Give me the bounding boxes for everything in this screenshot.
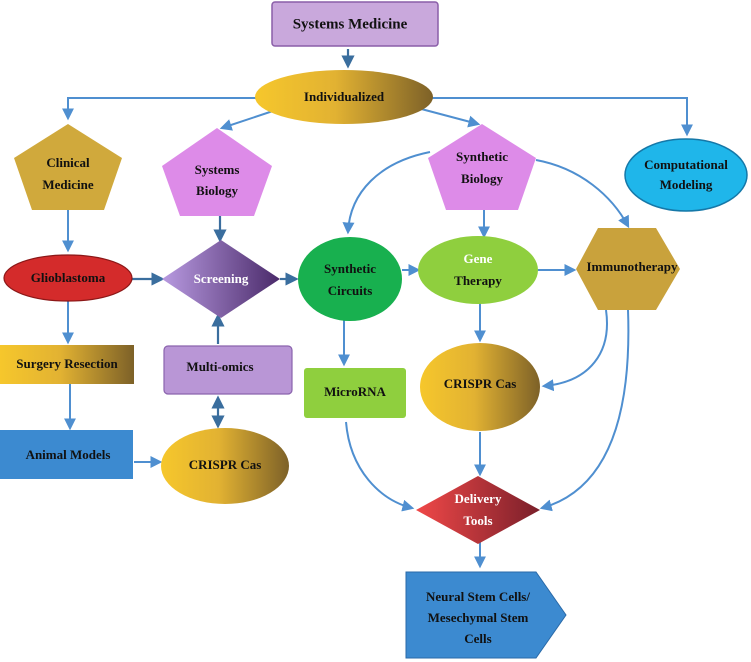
- arrow-individualized-to-clinical-medicine: [62, 97, 256, 121]
- node-immunotherapy: Immunotherapy: [576, 228, 680, 310]
- crispr-cas-right-label: CRISPR Cas: [444, 376, 517, 391]
- immunotherapy-label: Immunotherapy: [586, 259, 678, 274]
- stem-cells-label-line2: Mesechymal Stem: [428, 610, 529, 625]
- animal-models-label: Animal Models: [26, 447, 111, 462]
- synthetic-biology-label-line2: Biology: [461, 171, 503, 186]
- arrow-immunotherapy-to-delivery-tools: [539, 309, 630, 512]
- synthetic-biology-label-line1: Synthetic: [456, 149, 508, 164]
- arrow-individualized-to-computational-modeling: [432, 97, 693, 137]
- individualized-label: Individualized: [304, 89, 385, 104]
- node-surgery-resection: Surgery Resection: [0, 345, 134, 384]
- node-gene-therapy: Gene Therapy: [418, 236, 538, 304]
- node-individualized: Individualized: [255, 70, 433, 124]
- delivery-tools-label-line2: Tools: [463, 513, 492, 528]
- arrow-microrna-to-delivery-tools: [345, 421, 415, 512]
- arrow-synthetic-biology-to-synthetic-circuits: [342, 151, 431, 235]
- glioblastoma-label: Glioblastoma: [31, 270, 106, 285]
- systems-biology-label-line2: Biology: [196, 183, 238, 198]
- node-screening: Screening: [162, 240, 280, 318]
- stem-cells-label-line1: Neural Stem Cells/: [426, 589, 530, 604]
- node-animal-models: Animal Models: [0, 430, 133, 479]
- clinical-medicine-label-line2: Medicine: [42, 177, 93, 192]
- node-synthetic-biology: Synthetic Biology: [428, 124, 536, 210]
- computational-modeling-label-line1: Computational: [644, 157, 728, 172]
- synthetic-circuits-label-line1: Synthetic: [324, 261, 376, 276]
- arrow-immunotherapy-to-crispr-cas: [541, 309, 608, 392]
- gene-therapy-label-line1: Gene: [464, 251, 493, 266]
- node-glioblastoma: Glioblastoma: [3, 254, 133, 302]
- node-synthetic-circuits: Synthetic Circuits: [298, 237, 402, 321]
- arrow-synthetic-biology-to-immunotherapy: [535, 159, 630, 229]
- synthetic-circuits-label-line2: Circuits: [328, 283, 373, 298]
- systems-medicine-label: Systems Medicine: [293, 16, 408, 32]
- node-microrna: MicroRNA: [304, 368, 406, 418]
- stem-cells-label-line3: Cells: [464, 631, 491, 646]
- node-multi-omics: Multi-omics: [163, 345, 293, 395]
- node-systems-medicine: Systems Medicine: [271, 1, 439, 47]
- node-crispr-cas-left: CRISPR Cas: [161, 428, 289, 504]
- delivery-tools-label-line1: Delivery: [455, 491, 502, 506]
- connectors: [62, 49, 693, 569]
- multi-omics-label: Multi-omics: [186, 359, 253, 374]
- crispr-cas-left-label: CRISPR Cas: [189, 457, 262, 472]
- systems-biology-label-line1: Systems: [195, 162, 240, 177]
- surgery-resection-label: Surgery Resection: [16, 356, 118, 371]
- node-stem-cells: Neural Stem Cells/ Mesechymal Stem Cells: [405, 571, 567, 659]
- node-clinical-medicine: Clinical Medicine: [14, 124, 122, 210]
- clinical-medicine-label-line1: Clinical: [46, 155, 90, 170]
- gene-therapy-label-line2: Therapy: [454, 273, 502, 288]
- computational-modeling-label-line2: Modeling: [660, 177, 713, 192]
- node-systems-biology: Systems Biology: [162, 128, 272, 216]
- screening-label: Screening: [194, 271, 249, 286]
- microrna-label: MicroRNA: [324, 384, 386, 399]
- node-computational-modeling: Computational Modeling: [624, 138, 748, 212]
- node-crispr-cas-right: CRISPR Cas: [420, 343, 540, 431]
- node-delivery-tools: Delivery Tools: [416, 476, 540, 544]
